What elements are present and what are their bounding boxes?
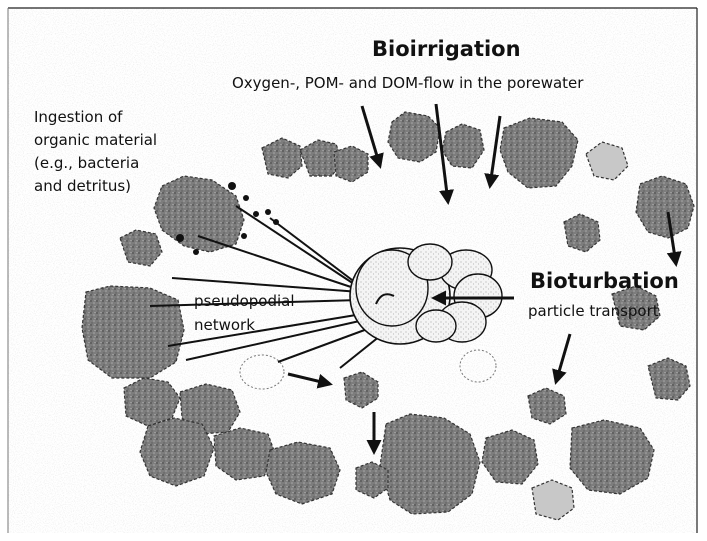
bioirrigation-title: Bioirrigation bbox=[372, 37, 521, 61]
food-particle bbox=[193, 249, 199, 255]
foraminifera-test bbox=[350, 244, 502, 344]
ingestion-label-line-3: (e.g., bacteria bbox=[34, 154, 139, 172]
food-particle bbox=[241, 233, 247, 239]
food-particle bbox=[265, 209, 271, 215]
ingestion-label-line-4: and detritus) bbox=[34, 177, 131, 195]
bioturbation-title: Bioturbation bbox=[530, 269, 679, 293]
food-particle bbox=[243, 195, 249, 201]
bioturbation-subtitle: particle transport bbox=[528, 302, 659, 320]
ingestion-label-line-1: Ingestion of bbox=[34, 108, 123, 126]
ingestion-label-line-2: organic material bbox=[34, 131, 157, 149]
food-particle bbox=[176, 234, 184, 242]
pseudopodial-label-line-2: network bbox=[194, 316, 255, 334]
grain bbox=[140, 418, 214, 486]
food-particle bbox=[253, 211, 259, 217]
grain bbox=[388, 112, 440, 162]
food-particle bbox=[228, 182, 236, 190]
bioirrigation-subtitle: Oxygen-, POM- and DOM-flow in the porewa… bbox=[232, 74, 584, 92]
pseudopodial-label-line-1: pseudopodial bbox=[194, 292, 295, 310]
grain bbox=[82, 286, 184, 378]
